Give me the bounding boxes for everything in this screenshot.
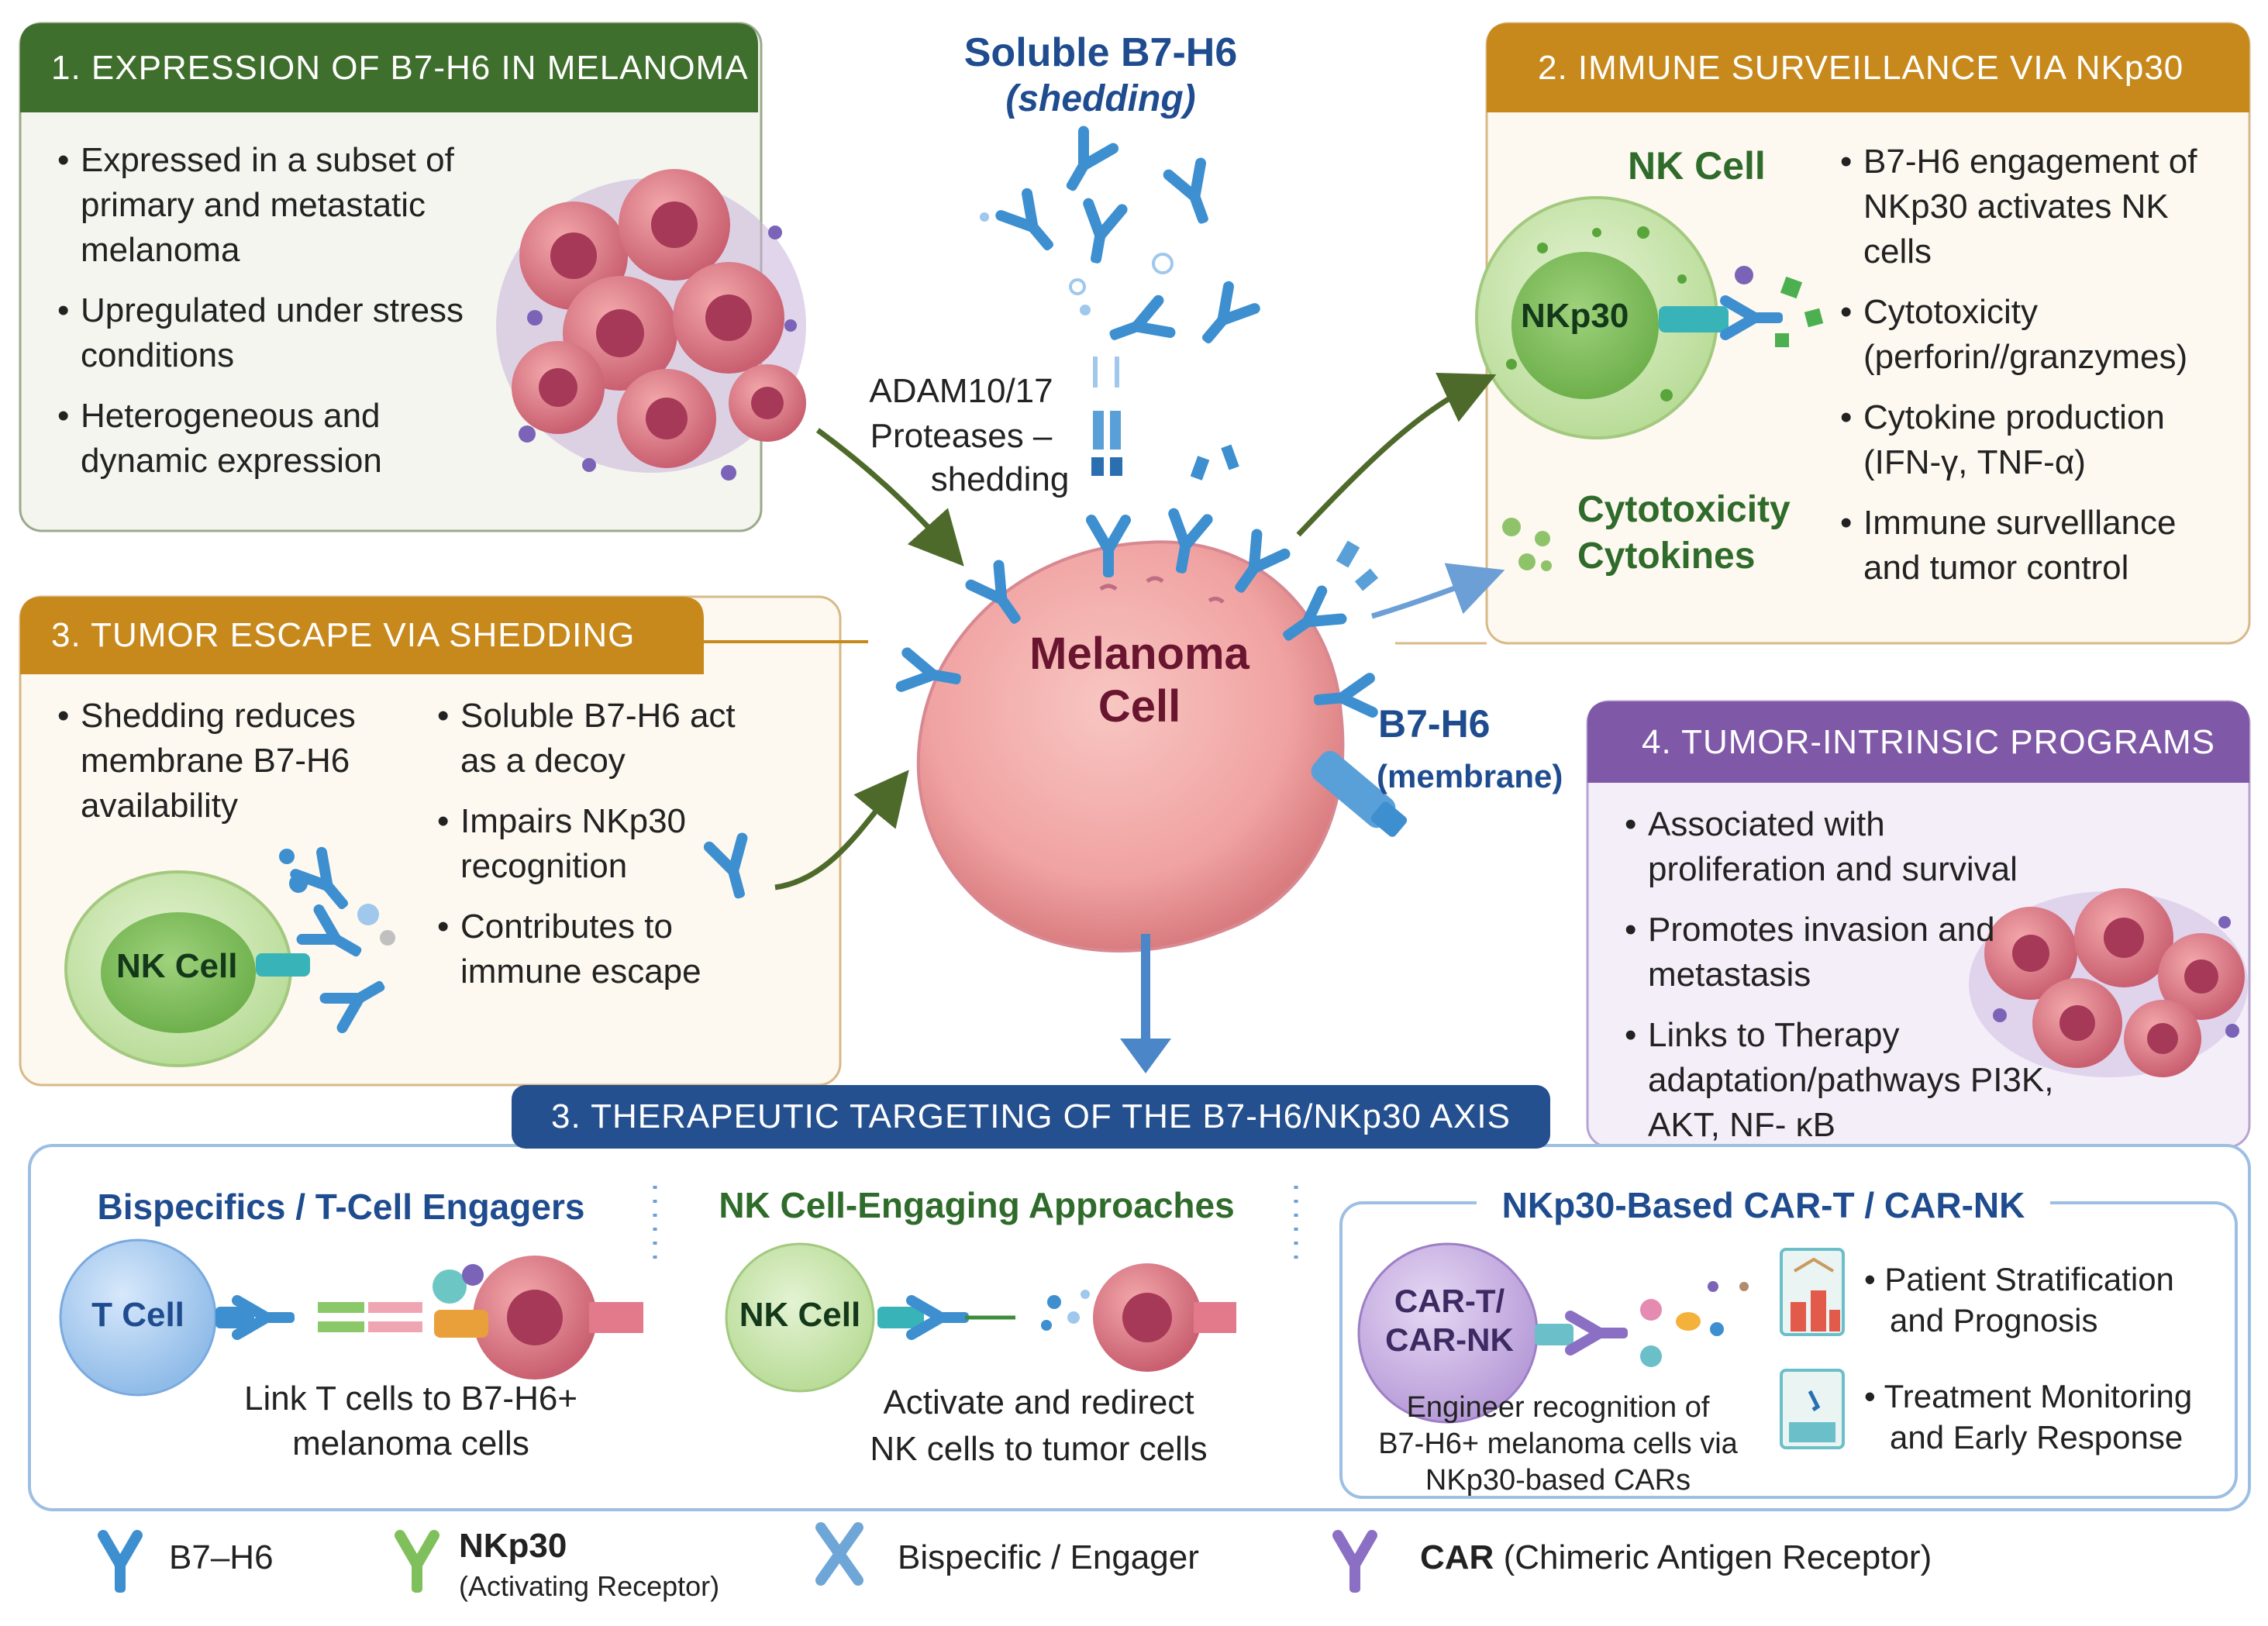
- panel1-bullet: Upregulated under stress conditions: [54, 288, 504, 378]
- nk-engager-cell-label: NK Cell: [739, 1296, 861, 1334]
- panel3-bullet: Soluble B7-H6 act as a decoy: [434, 694, 744, 784]
- nk-engaging-title: NK Cell-Engaging Approaches: [719, 1185, 1235, 1225]
- car-cell-image: [1357, 1242, 1749, 1424]
- monitor-icon: [1780, 1369, 1845, 1449]
- legend-b7h6-icon: [103, 1535, 137, 1593]
- stratification-text-line1: • Patient Stratification: [1864, 1261, 2174, 1297]
- bispecifics-title: Bispecifics / T-Cell Engagers: [97, 1187, 585, 1227]
- legend-nkp30-icon: [395, 1530, 439, 1593]
- panel4-bullet: Links to Therapy adaptation/pathways PI3…: [1622, 1013, 2056, 1148]
- nk-cell-surveillance-image: [1475, 196, 1824, 439]
- panel2-bullet: Immune survelllance and tumor control: [1837, 501, 2240, 591]
- melanoma-cell-label-line1: Melanoma: [1029, 629, 1249, 679]
- cytokine-particles: [1502, 518, 1552, 571]
- car-cell-label-line1: CAR-T/: [1394, 1283, 1505, 1319]
- legend-b7h6-label: B7–H6: [169, 1538, 274, 1576]
- t-cell-label: T Cell: [91, 1296, 184, 1334]
- adam-label-line3: shedding: [930, 460, 1070, 498]
- panel3-bullets-left: Shedding reduces membrane B7-H6 availabi…: [54, 694, 419, 844]
- panel3-bullet: Shedding reduces membrane B7-H6 availabi…: [54, 694, 419, 829]
- car-caption-line2: B7-H6+ melanoma cells via: [1378, 1428, 1738, 1460]
- cytotoxicity-label-line2: Cytokines: [1577, 536, 1756, 577]
- panel2-bullets: B7-H6 engagement of NKp30 activates NK c…: [1837, 140, 2240, 606]
- adam-label-line2: Proteases –: [870, 417, 1053, 455]
- arrow-escape-to-cell: [709, 770, 909, 902]
- stratification-line1: Patient Stratification: [1884, 1261, 2174, 1297]
- nkp30-label: NKp30: [1521, 297, 1629, 335]
- therapeutic-title: 3. THERAPEUTIC TARGETING OF THE B7-H6/NK…: [551, 1097, 1511, 1135]
- panel4-title: 4. TUMOR-INTRINSIC PROGRAMS: [1642, 722, 2216, 761]
- legend-bispecific-label: Bispecific / Engager: [898, 1538, 1199, 1576]
- arrow-expression-to-cell: [815, 428, 964, 567]
- melanoma-cell-label-line2: Cell: [1098, 681, 1181, 732]
- soluble-b7h6-subtitle: (shedding): [1005, 78, 1196, 119]
- nk-engager-image: [725, 1242, 1236, 1393]
- soluble-b7h6-title: Soluble B7-H6: [963, 30, 1238, 75]
- panel1-title: 1. EXPRESSION OF B7-H6 IN MELANOMA: [51, 48, 749, 87]
- melanoma-cluster-image: [496, 169, 806, 481]
- legend-car-label: CAR (Chimeric Antigen Receptor): [1420, 1538, 1932, 1577]
- panel4-bullet: Associated with proliferation and surviv…: [1622, 802, 2056, 892]
- panel2-title: 2. IMMUNE SURVEILLANCE VIA NKp30: [1538, 48, 2184, 87]
- adam-label-line1: ADAM10/17: [869, 372, 1053, 410]
- monitoring-text-line2: and Early Response: [1890, 1419, 2184, 1455]
- panel3-bullet: Impairs NKp30 recognition: [434, 799, 744, 889]
- legend-car-abbrev: CAR: [1420, 1538, 1494, 1576]
- nk-engaging-caption-line2: NK cells to tumor cells: [870, 1430, 1208, 1468]
- nk-engaging-caption-line1: Activate and redirect: [883, 1383, 1194, 1421]
- panel2-bullet: Cytokine production (IFN-γ, TNF-α): [1837, 395, 2240, 485]
- panel4-bullet: Promotes invasion and metastasis: [1622, 908, 2056, 997]
- nk-cell-label: NK Cell: [1628, 144, 1766, 188]
- bispecifics-caption-line2: melanoma cells: [292, 1424, 529, 1462]
- soluble-b7h6-fragments: [980, 132, 1379, 591]
- legend-car-sub: (Chimeric Antigen Receptor): [1503, 1538, 1932, 1576]
- panel1-bullet: Heterogeneous and dynamic expression: [54, 394, 504, 484]
- nk-cell-escape-image: [64, 849, 395, 1067]
- panel3-bullet: Contributes to immune escape: [434, 904, 744, 994]
- legend-nkp30-label: NKp30: [459, 1527, 567, 1565]
- stratification-text-line2: and Prognosis: [1890, 1302, 2098, 1338]
- car-caption-line1: Engineer recognition of: [1406, 1391, 1710, 1424]
- panel2-bullet: Cytotoxicity (perforin//granzymes): [1837, 290, 2240, 380]
- panel1-bullet: Expressed in a subset of primary and met…: [54, 138, 504, 273]
- arrow-cell-to-cytotoxicity: [1370, 563, 1505, 619]
- car-title: NKp30-Based CAR-T / CAR-NK: [1501, 1185, 2025, 1225]
- bispecifics-caption-line1: Link T cells to B7-H6+: [243, 1380, 578, 1418]
- legend-nkp30-sub: (Activating Receptor): [459, 1570, 720, 1602]
- melanoma-cell-image: [901, 514, 1408, 953]
- panel3-bullets-right: Soluble B7-H6 act as a decoy Impairs NKp…: [434, 694, 744, 1010]
- monitoring-text-line1: • Treatment Monitoring: [1864, 1378, 2193, 1414]
- car-cell-label-line2: CAR-NK: [1385, 1321, 1514, 1358]
- legend-bispecific-icon: [815, 1522, 863, 1586]
- panel2-bullet: B7-H6 engagement of NKp30 activates NK c…: [1837, 140, 2240, 274]
- arrow-cell-to-nk: [1296, 373, 1497, 537]
- panel4-bullets: Associated with proliferation and surviv…: [1622, 802, 2056, 1163]
- panel3-title: 3. TUMOR ESCAPE VIA SHEDDING: [51, 616, 636, 654]
- panel1-bullets: Expressed in a subset of primary and met…: [54, 138, 504, 499]
- car-caption-line3: NKp30-based CARs: [1425, 1464, 1691, 1497]
- monitoring-line1: Treatment Monitoring: [1884, 1378, 2193, 1414]
- b7h6-membrane-label: B7-H6: [1378, 702, 1491, 746]
- legend-car-icon: [1332, 1530, 1377, 1593]
- chart-icon: [1780, 1248, 1845, 1336]
- b7h6-membrane-sub: (membrane): [1377, 758, 1563, 794]
- cytotoxicity-label-line1: Cytotoxicity: [1577, 489, 1791, 530]
- t-cell-engager-image: [59, 1238, 643, 1397]
- arrow-cell-to-therapy: [1120, 934, 1171, 1073]
- nk-cell-escape-label: NK Cell: [116, 947, 238, 985]
